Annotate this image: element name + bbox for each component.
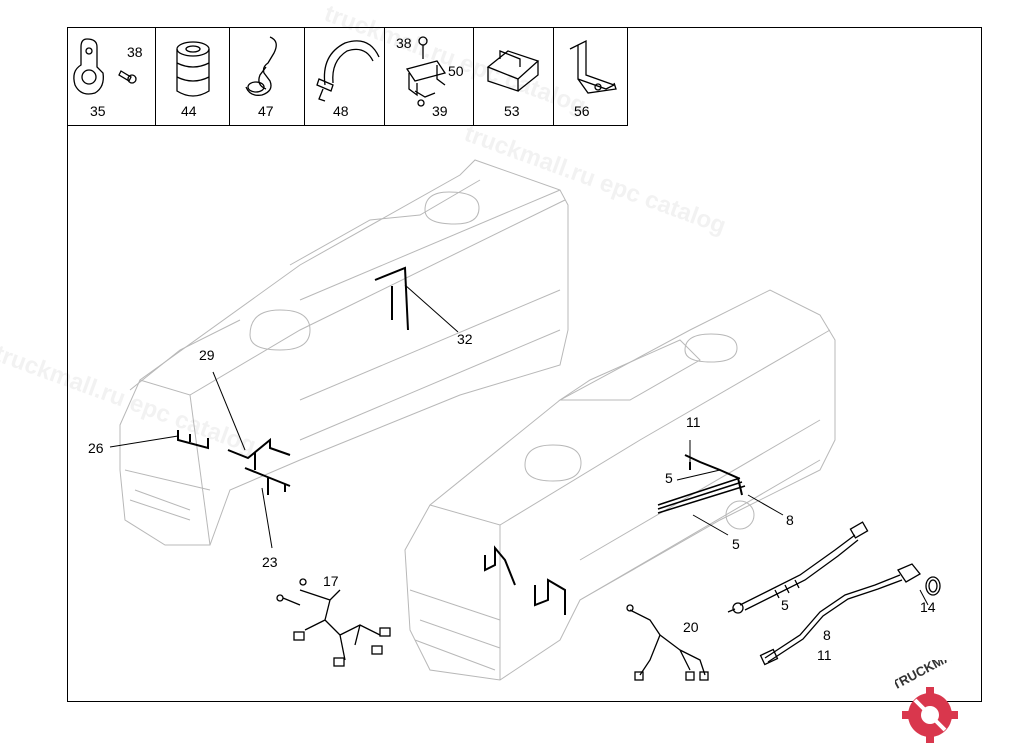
part-number: 39 <box>432 103 448 119</box>
part-number: 47 <box>258 103 274 119</box>
callout-29: 29 <box>199 347 215 363</box>
part-cell-56[interactable]: 56 <box>554 27 628 125</box>
mounting-bracket-part-icon <box>486 50 540 92</box>
callout-23: 23 <box>262 554 278 570</box>
callout-5: 5 <box>781 597 789 613</box>
callout-8: 8 <box>786 512 794 528</box>
callout-5: 5 <box>665 470 673 486</box>
harness-lines-right <box>484 454 743 615</box>
part-cell-39[interactable]: 38 50 39 <box>385 27 474 125</box>
strap-clamp-part-icon <box>316 40 380 102</box>
part-cell-44[interactable]: 44 <box>156 27 230 125</box>
part-number: 44 <box>181 103 197 119</box>
callout-20: 20 <box>683 619 699 635</box>
callout-11: 11 <box>817 647 832 663</box>
grommet-part-icon <box>176 41 210 97</box>
harness-lines-left <box>177 266 409 495</box>
callout-8: 8 <box>823 627 831 643</box>
logo-gear-icon: TRUCKMALLPARTS <box>889 621 1007 743</box>
angle-bracket-part-icon <box>569 39 617 94</box>
part-number: 48 <box>333 103 349 119</box>
harness-17-detail <box>276 578 391 667</box>
part-number-extra: 38 <box>396 35 412 51</box>
sensor-cable-5 <box>727 521 869 614</box>
callout-17: 17 <box>323 573 339 589</box>
sensor-cable-8-11 <box>759 563 921 666</box>
callout-5: 5 <box>732 536 740 552</box>
part-number-extra: 38 <box>127 44 143 60</box>
part-cell-47[interactable]: 47 <box>230 27 305 125</box>
part-number: 35 <box>90 103 106 119</box>
parts-strip: 38 35 44 47 <box>67 27 628 126</box>
part-cell-53[interactable]: 53 <box>474 27 554 125</box>
harness-bundle-5 <box>657 477 746 514</box>
callout-32: 32 <box>457 331 473 347</box>
callout-26: 26 <box>88 440 104 456</box>
bus-left-outline <box>119 159 569 546</box>
part-number: 56 <box>574 103 590 119</box>
harness-20-detail <box>626 604 709 681</box>
logo-text: TRUCKMALLPARTS <box>895 660 1007 693</box>
o-ring-14 <box>925 576 941 596</box>
leader-lines <box>109 284 929 606</box>
bracket-clip-part-icon <box>405 36 447 107</box>
callout-11: 11 <box>686 414 701 430</box>
clamp-part-icon <box>73 38 137 95</box>
part-number: 53 <box>504 103 520 119</box>
callout-14: 14 <box>920 599 936 615</box>
cable-tie-part-icon <box>245 36 277 96</box>
part-cell-35[interactable]: 38 35 <box>67 27 156 125</box>
part-number-extra: 50 <box>448 63 464 79</box>
bus-right-outline <box>404 289 836 681</box>
truckmallparts-logo: TRUCKMALLPARTS <box>889 621 1020 745</box>
harness-32 <box>374 266 409 331</box>
diagram-frame <box>67 27 982 702</box>
part-cell-48[interactable]: 48 <box>305 27 385 125</box>
